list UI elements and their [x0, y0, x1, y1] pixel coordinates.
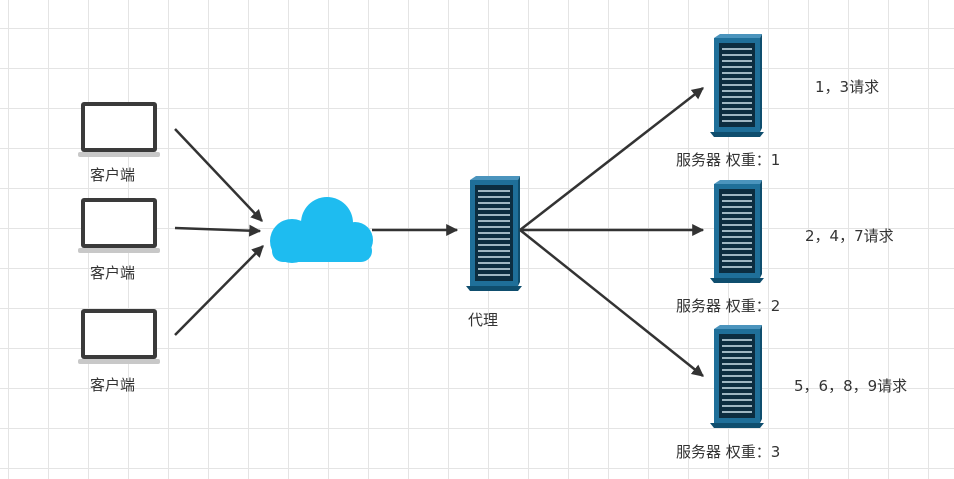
cloud-icon — [270, 197, 373, 263]
server-icon — [710, 34, 764, 137]
server-weight-label: 服务器 权重：1 — [676, 151, 781, 169]
client-label: 客户端 — [90, 166, 136, 184]
laptop-icon — [78, 198, 160, 253]
server-requests-label: 1，3请求 — [815, 78, 880, 96]
arrow-client3-to-cloud — [174, 245, 264, 336]
arrow-proxy-to-server1 — [519, 87, 704, 231]
arrow-client2-to-cloud — [174, 224, 262, 237]
laptop-icon — [78, 309, 160, 364]
arrow-proxy-to-server3 — [519, 229, 704, 377]
server-requests-label: 2，4，7请求 — [805, 227, 894, 245]
server-weight-label: 服务器 权重：2 — [676, 297, 781, 315]
server-weight-label: 服务器 权重：3 — [676, 443, 781, 461]
client-label: 客户端 — [90, 264, 136, 282]
server-icon — [710, 325, 764, 428]
server-icon — [710, 180, 764, 283]
client-label: 客户端 — [90, 376, 136, 394]
arrow-client1-to-cloud — [174, 128, 263, 222]
proxy-label: 代理 — [468, 311, 499, 329]
server-requests-label: 5，6，8，9请求 — [794, 377, 908, 395]
laptop-icon — [78, 102, 160, 157]
proxy-server-icon — [466, 176, 522, 291]
